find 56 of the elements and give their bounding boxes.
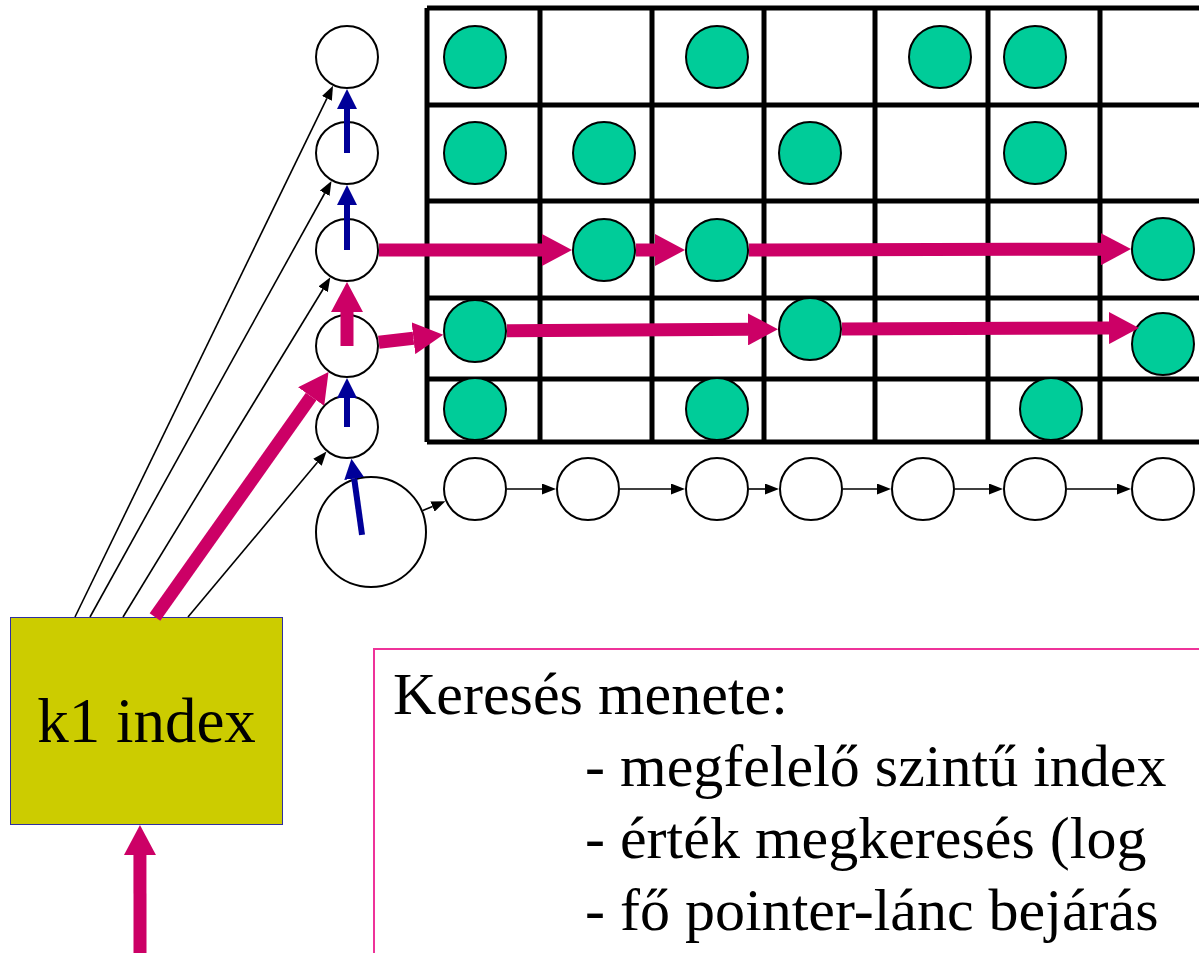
arrow xyxy=(954,483,1003,495)
note-heading: Keresés menete: xyxy=(393,660,788,729)
arrow xyxy=(187,451,327,618)
index-box xyxy=(10,617,283,825)
arrow xyxy=(122,277,331,618)
note-line: - érték megkeresés (log xyxy=(585,804,1147,873)
arrow xyxy=(331,282,363,346)
arrow xyxy=(378,322,444,355)
filled-node-circle xyxy=(443,299,507,363)
filled-node-circle xyxy=(778,297,842,361)
filled-node-circle xyxy=(1019,377,1083,441)
arrow xyxy=(337,185,357,250)
arrow xyxy=(89,181,332,618)
filled-node-circle xyxy=(1131,312,1195,376)
filled-node-circle xyxy=(572,218,636,282)
list-node-circle xyxy=(556,457,620,521)
filled-node-circle xyxy=(1131,217,1195,281)
arrow xyxy=(636,234,685,266)
arrow xyxy=(379,234,572,266)
list-node-circle xyxy=(891,457,955,521)
filled-node-circle xyxy=(1003,121,1067,185)
arrow xyxy=(842,483,891,495)
filled-node-circle xyxy=(908,25,972,89)
list-node-circle xyxy=(685,457,749,521)
list-node-circle xyxy=(1131,457,1195,521)
note-line: - fő pointer-lánc bejárás xyxy=(585,876,1159,945)
filled-node-circle xyxy=(685,377,749,441)
filled-node-circle xyxy=(572,121,636,185)
arrow xyxy=(123,825,156,953)
filled-node-circle xyxy=(685,25,749,89)
filled-node-circle xyxy=(685,218,749,282)
filled-node-circle xyxy=(443,377,507,441)
arrow xyxy=(841,312,1139,345)
list-node-circle xyxy=(443,457,507,521)
arrow xyxy=(421,501,446,512)
arrow xyxy=(1066,483,1131,495)
list-node-circle xyxy=(779,457,843,521)
arrow xyxy=(506,483,556,495)
arrow xyxy=(337,89,357,153)
filled-node-circle xyxy=(443,25,507,89)
arrow xyxy=(749,233,1131,266)
arrow xyxy=(619,483,685,495)
arrow xyxy=(748,483,779,495)
filled-node-circle xyxy=(778,121,842,185)
list-node-circle xyxy=(315,25,379,89)
filled-node-circle xyxy=(443,121,507,185)
arrow xyxy=(506,313,778,346)
list-node-circle xyxy=(315,218,379,282)
arrow xyxy=(74,85,333,618)
note-line: - megfelelő szintű index xyxy=(585,732,1167,801)
list-node-circle xyxy=(1003,457,1067,521)
index-label: k1 index xyxy=(37,684,256,758)
filled-node-circle xyxy=(1003,25,1067,89)
note-box xyxy=(373,648,1199,953)
arrow xyxy=(337,378,357,427)
arrow xyxy=(344,458,365,536)
